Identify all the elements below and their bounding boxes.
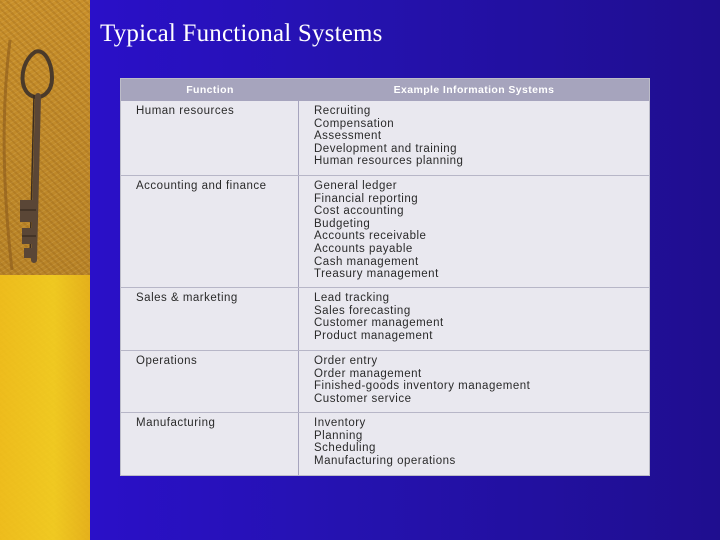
- functional-systems-table: Function Example Information Systems Hum…: [120, 78, 650, 476]
- system-item: Treasury management: [314, 268, 439, 281]
- function-cell: Operations: [136, 355, 198, 367]
- key-icon: [2, 39, 55, 271]
- column-divider: [298, 79, 299, 475]
- system-item: Recruiting: [314, 105, 371, 117]
- system-item: Budgeting: [314, 217, 371, 230]
- system-item: Order management: [314, 367, 422, 380]
- table-header: Function Example Information Systems: [121, 79, 649, 101]
- systems-cell: Inventory Planning Scheduling Manufactur…: [314, 417, 456, 467]
- system-item: Order entry: [314, 355, 378, 367]
- system-item: Sales forecasting: [314, 304, 411, 317]
- system-item: Accounts receivable: [314, 230, 427, 243]
- yellow-panel: [0, 275, 90, 540]
- function-cell: Manufacturing: [136, 417, 216, 429]
- system-item: Lead tracking: [314, 292, 390, 304]
- system-item: Accounts payable: [314, 242, 413, 255]
- function-cell: Human resources: [136, 105, 235, 117]
- system-item: Human resources planning: [314, 155, 464, 168]
- system-item: Cost accounting: [314, 205, 404, 218]
- table-row: Human resources Recruiting Compensation …: [121, 101, 649, 175]
- table-row: Accounting and finance General ledger Fi…: [121, 175, 649, 288]
- system-item: Planning: [314, 429, 363, 442]
- system-item: Financial reporting: [314, 192, 419, 205]
- system-item: Customer service: [314, 392, 412, 405]
- systems-cell: Recruiting Compensation Assessment Devel…: [314, 105, 463, 168]
- system-item: Product management: [314, 329, 433, 342]
- system-item: Compensation: [314, 117, 395, 130]
- system-item: Inventory: [314, 417, 366, 429]
- header-function: Function: [186, 84, 234, 96]
- system-item: Finished-goods inventory management: [314, 380, 531, 393]
- table-row: Operations Order entry Order management …: [121, 350, 649, 413]
- table-row: Sales & marketing Lead tracking Sales fo…: [121, 287, 649, 351]
- systems-cell: Lead tracking Sales forecasting Customer…: [314, 292, 444, 342]
- system-item: Assessment: [314, 130, 382, 143]
- key-photo-strip: [0, 0, 90, 540]
- system-item: General ledger: [314, 180, 398, 192]
- systems-cell: Order entry Order management Finished-go…: [314, 355, 530, 405]
- system-item: Scheduling: [314, 442, 376, 455]
- function-cell: Sales & marketing: [136, 292, 238, 304]
- system-item: Cash management: [314, 255, 419, 268]
- system-item: Development and training: [314, 142, 458, 155]
- systems-cell: General ledger Financial reporting Cost …: [314, 180, 439, 281]
- system-item: Manufacturing operations: [314, 454, 456, 467]
- header-example-systems: Example Information Systems: [393, 84, 555, 96]
- system-item: Customer management: [314, 317, 444, 330]
- slide-title: Typical Functional Systems: [100, 20, 383, 47]
- table-row: Manufacturing Inventory Planning Schedul…: [121, 412, 649, 475]
- function-cell: Accounting and finance: [136, 180, 267, 192]
